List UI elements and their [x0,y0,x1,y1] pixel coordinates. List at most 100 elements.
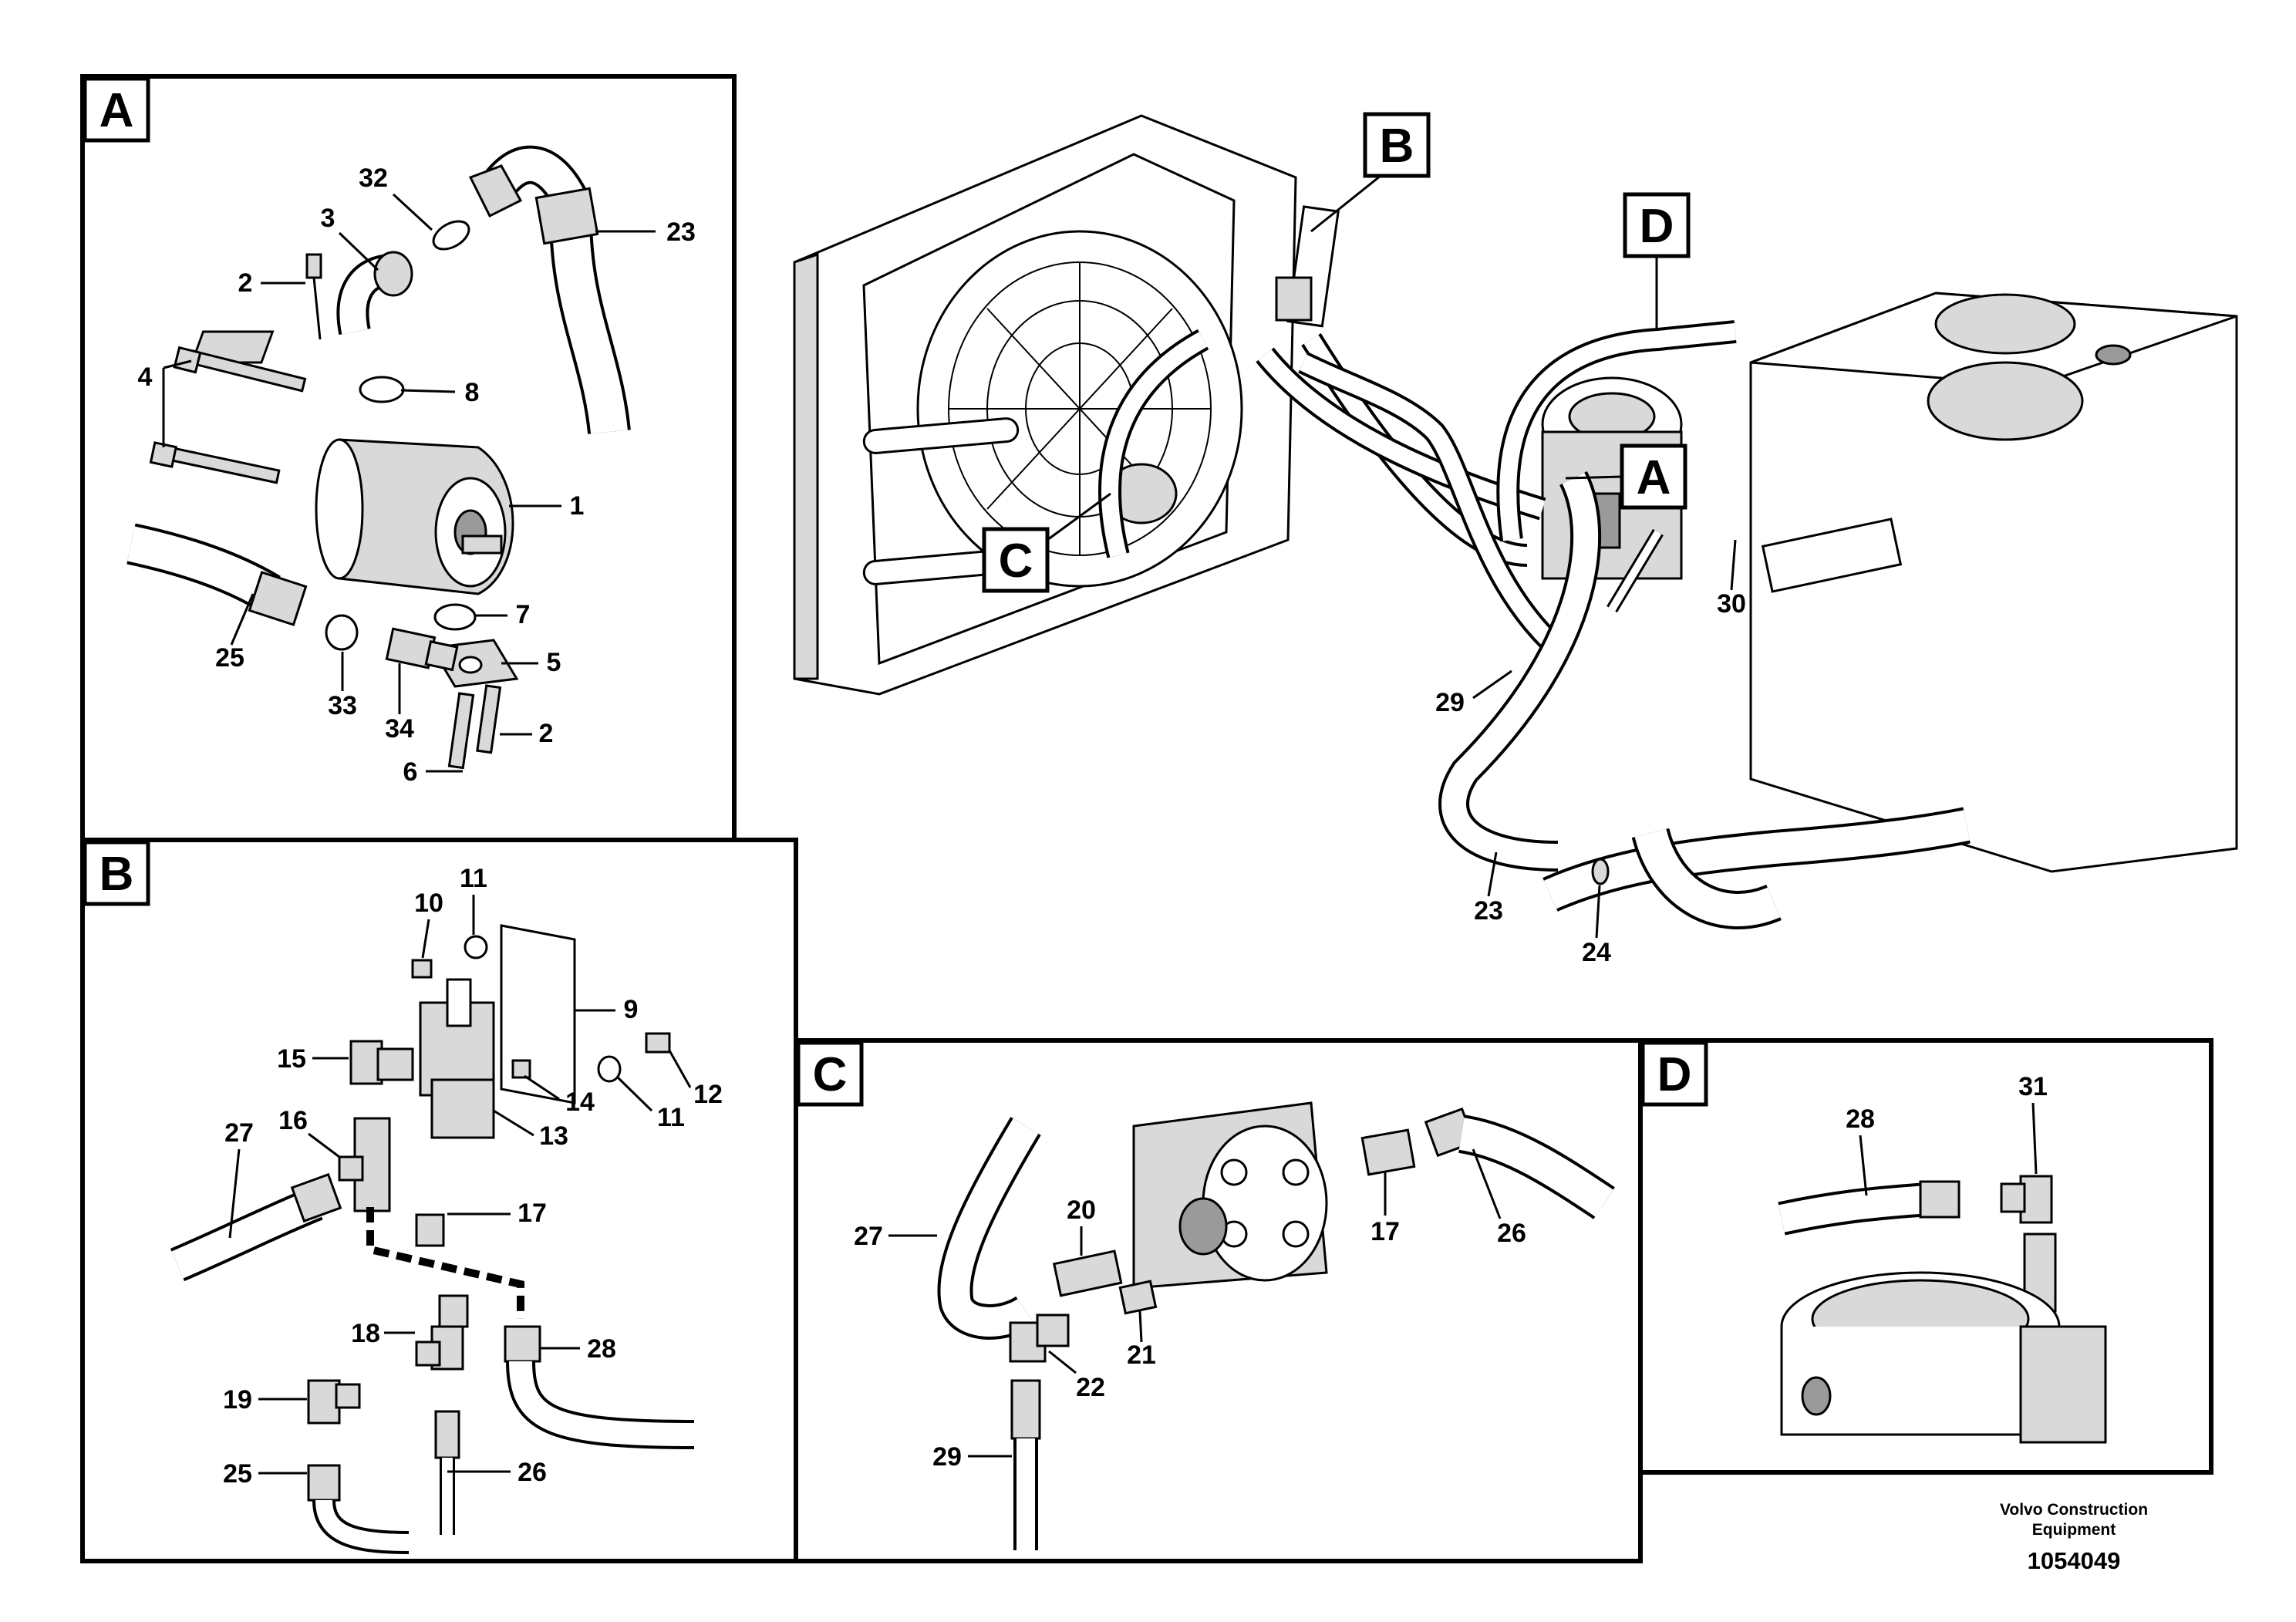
drawing-number: 1054049 [2028,1547,2121,1574]
svg-text:C: C [813,1048,848,1101]
callout-c-17: 17 [1371,1172,1400,1246]
svg-text:30: 30 [1717,589,1746,619]
footer-brand: Volvo Construction Equipment [2000,1501,2148,1539]
callout-b-12: 12 [668,1050,723,1109]
callout-a-2b: 2 [500,719,553,748]
panel-a-label: A [83,76,150,143]
callout-a-5: 5 [501,648,561,677]
callout-d-28: 28 [1846,1104,1875,1196]
callout-b-13: 13 [493,1109,568,1151]
callout-a-1: 1 [509,491,584,521]
svg-text:24: 24 [1582,938,1611,967]
svg-text:33: 33 [328,691,357,720]
svg-text:A: A [99,84,134,137]
svg-text:23: 23 [666,218,696,247]
svg-text:27: 27 [854,1222,883,1251]
callout-a-2: 2 [238,268,305,298]
svg-text:25: 25 [215,643,244,673]
callout-a-23: 23 [595,218,696,247]
svg-text:15: 15 [277,1044,306,1074]
callout-b-11b: 11 [615,1075,685,1132]
callout-b-14: 14 [524,1074,595,1117]
callout-c-20: 20 [1067,1195,1096,1256]
svg-text:B: B [99,848,134,901]
callout-overview-23: 23 [1474,851,1503,926]
svg-text:B: B [1380,120,1414,173]
panel-d-drawing [1778,1175,2107,1444]
callout-b-28: 28 [540,1334,616,1364]
callout-a-7: 7 [474,600,530,629]
panel-b-drawing [170,924,695,1554]
callout-a-25: 25 [215,593,255,673]
callout-b-15: 15 [277,1044,349,1074]
callout-c-22: 22 [1048,1350,1105,1402]
overview-marker-d: D [1623,192,1691,328]
svg-text:32: 32 [359,164,388,193]
svg-text:2: 2 [539,719,554,748]
panel-b-label: B [83,840,150,906]
overview-marker-c: C [982,492,1111,593]
callout-a-3: 3 [321,204,379,271]
svg-text:C: C [999,534,1033,588]
callout-a-6: 6 [403,757,463,787]
svg-text:11: 11 [460,864,487,893]
svg-text:29: 29 [932,1442,962,1472]
callout-b-27: 27 [224,1118,254,1239]
callout-overview-29: 29 [1435,669,1512,717]
callout-a-33: 33 [328,652,357,720]
callout-a-34: 34 [385,663,414,744]
svg-text:9: 9 [624,995,639,1024]
callout-b-11: 11 [460,864,487,935]
svg-text:12: 12 [693,1080,723,1109]
svg-text:26: 26 [1497,1219,1526,1248]
svg-text:17: 17 [518,1199,547,1228]
svg-text:13: 13 [539,1121,568,1151]
overview-marker-b: B [1310,112,1431,233]
svg-text:22: 22 [1076,1373,1105,1402]
svg-text:1: 1 [570,491,585,521]
svg-text:6: 6 [403,757,418,787]
svg-text:7: 7 [516,600,531,629]
svg-text:10: 10 [414,889,443,918]
svg-text:18: 18 [351,1319,380,1348]
svg-text:2: 2 [238,268,253,298]
callout-b-26: 26 [447,1458,547,1487]
svg-text:31: 31 [2018,1072,2048,1101]
panel-c-label: C [796,1040,864,1107]
svg-text:21: 21 [1127,1340,1156,1370]
callout-b-25: 25 [223,1459,307,1489]
svg-text:19: 19 [223,1385,252,1415]
svg-text:14: 14 [565,1088,595,1117]
svg-text:20: 20 [1067,1195,1096,1225]
overview-drawing [793,114,2238,929]
svg-text:28: 28 [587,1334,616,1364]
callout-a-8: 8 [400,378,479,407]
callout-overview-24: 24 [1582,885,1611,967]
panel-d-label: D [1640,1040,1708,1107]
svg-text:3: 3 [321,204,335,233]
svg-text:26: 26 [518,1458,547,1487]
callout-c-29: 29 [932,1442,1012,1472]
svg-text:27: 27 [224,1118,254,1148]
callout-b-16: 16 [278,1106,340,1158]
svg-text:Volvo Construction: Volvo Construction [2000,1501,2148,1519]
callout-c-27: 27 [854,1222,937,1251]
svg-text:34: 34 [385,714,414,744]
callout-overview-30: 30 [1717,539,1746,619]
svg-text:D: D [1640,200,1674,253]
svg-text:D: D [1657,1048,1692,1101]
svg-text:28: 28 [1846,1104,1875,1134]
panel-d-frame [1638,1038,2213,1475]
callout-d-31: 31 [2018,1072,2048,1175]
svg-text:5: 5 [547,648,561,677]
svg-text:Equipment: Equipment [2032,1521,2116,1539]
callout-b-9: 9 [575,995,638,1024]
callout-b-10: 10 [414,889,443,959]
svg-text:A: A [1637,451,1671,504]
panel-c-drawing [937,1101,1615,1550]
svg-text:29: 29 [1435,688,1465,717]
callout-a-4: 4 [138,363,153,392]
svg-text:11: 11 [657,1103,685,1132]
svg-text:23: 23 [1474,896,1503,926]
